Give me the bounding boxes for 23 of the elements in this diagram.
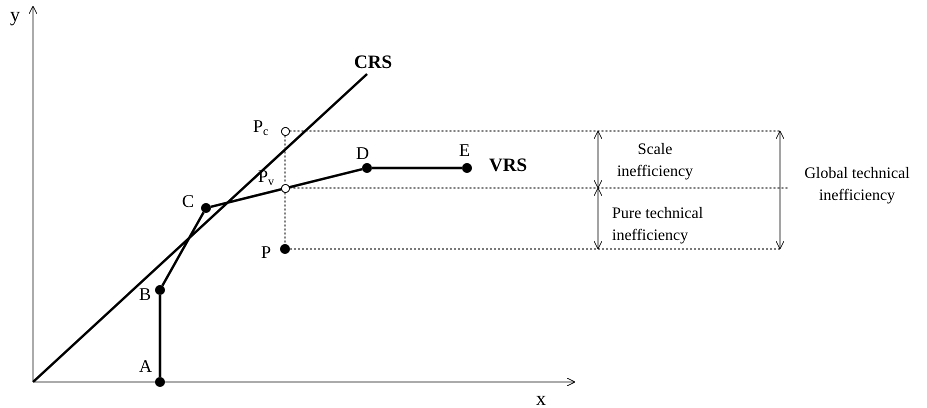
point-label: E bbox=[459, 141, 470, 159]
frontier-line bbox=[32, 73, 368, 383]
point-label: B bbox=[139, 285, 152, 303]
curve-label: CRS bbox=[354, 52, 392, 74]
frontier-line bbox=[210, 168, 362, 208]
frontier-line bbox=[372, 166, 462, 170]
point-label: A bbox=[139, 357, 152, 375]
axis-label: y bbox=[10, 3, 21, 28]
point-label: D bbox=[356, 144, 369, 162]
point-label: P$_{c}$ bbox=[253, 117, 268, 137]
guide-line bbox=[284, 135, 286, 184]
guide-line bbox=[284, 192, 286, 244]
axis-label: x bbox=[536, 387, 547, 408]
dimension-label: Global technical inefficiency bbox=[803, 164, 911, 206]
frontier-line bbox=[161, 212, 205, 286]
dimension-label: Scale inefficiency bbox=[616, 140, 694, 182]
curve-label: VRS bbox=[489, 155, 528, 177]
point-label: P bbox=[261, 243, 272, 261]
dimension-label: Pure technical inefficiency bbox=[612, 204, 704, 246]
frontier-line bbox=[158, 295, 162, 377]
point-label: C bbox=[182, 192, 194, 210]
guide-line bbox=[289, 130, 780, 132]
guide-line bbox=[290, 248, 780, 250]
